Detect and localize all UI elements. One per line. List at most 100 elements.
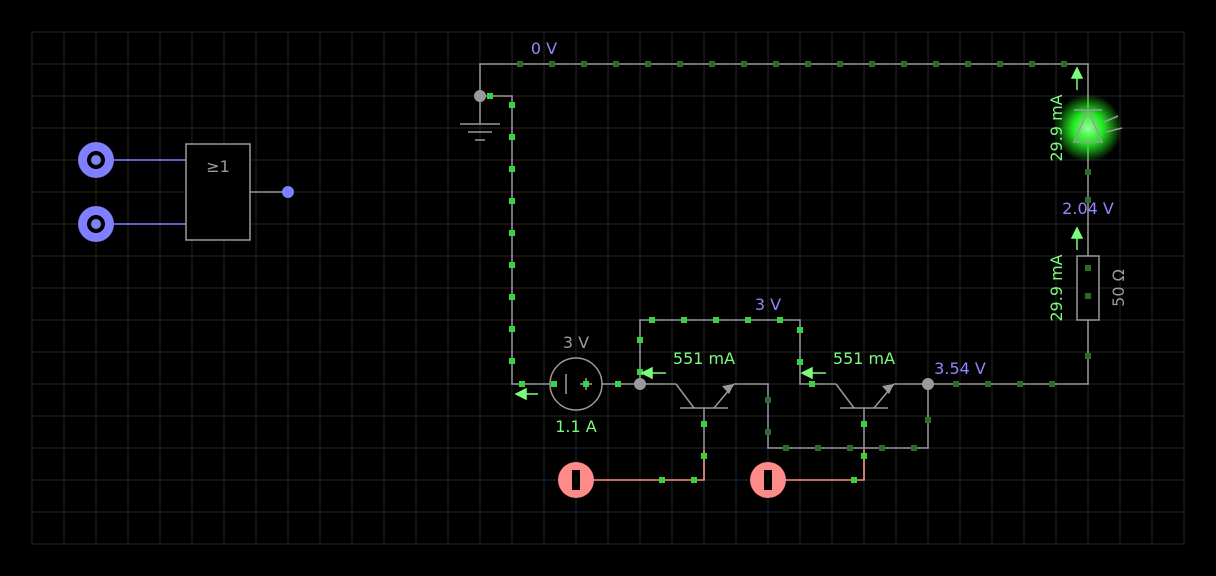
- current-dots: [487, 61, 1091, 483]
- battery-icon: [549, 357, 603, 411]
- current-dot: [1049, 381, 1055, 387]
- resistor-current: 29.9 mA: [1047, 254, 1066, 321]
- current-dot: [805, 61, 811, 67]
- current-dot: [953, 381, 959, 387]
- current-dot: [815, 445, 821, 451]
- current-dot: [745, 317, 751, 323]
- resistor-icon: [1076, 255, 1100, 321]
- current-dot: [765, 429, 771, 435]
- current-dot: [637, 337, 643, 343]
- current-dot: [649, 317, 655, 323]
- current-dot: [837, 61, 843, 67]
- current-dot: [797, 359, 803, 365]
- current-dot: [1017, 381, 1023, 387]
- current-dot: [645, 61, 651, 67]
- current-dot: [509, 358, 515, 364]
- top-rail-voltage: 0 V: [531, 39, 557, 58]
- current-dot: [847, 445, 853, 451]
- current-dot: [677, 61, 683, 67]
- gate-symbol: ≥1: [206, 157, 230, 176]
- node-source[interactable]: [634, 378, 646, 390]
- led-current: 29.9 mA: [1047, 94, 1066, 161]
- current-dot: [659, 477, 665, 483]
- control-wires: [594, 450, 865, 481]
- current-dot: [741, 61, 747, 67]
- mid-rail-voltage: 3 V: [755, 295, 781, 314]
- current-arrows: [514, 66, 1084, 401]
- current-dot: [773, 61, 779, 67]
- current-dot: [869, 61, 875, 67]
- resistor-value: 50 Ω: [1109, 269, 1128, 307]
- source-current: 1.1 A: [555, 417, 597, 436]
- node-voltage: 3.54 V: [934, 359, 986, 378]
- current-dot: [583, 381, 589, 387]
- current-dot: [709, 61, 715, 67]
- current-dot: [997, 61, 1003, 67]
- current-dot: [1061, 61, 1067, 67]
- led-icon: [1072, 108, 1123, 143]
- current-dot: [1085, 293, 1091, 299]
- or-gate[interactable]: ≥1: [114, 143, 294, 241]
- current-dot: [783, 445, 789, 451]
- current-dot: [509, 102, 515, 108]
- switch-1[interactable]: [558, 462, 594, 498]
- current-dot: [509, 294, 515, 300]
- current-dot: [681, 317, 687, 323]
- led-node-voltage: 2.04 V: [1062, 199, 1114, 218]
- current-dot: [613, 61, 619, 67]
- current-dot: [637, 369, 643, 375]
- current-dot: [509, 198, 515, 204]
- current-dot: [797, 327, 803, 333]
- current-dot: [509, 166, 515, 172]
- logic-input-1[interactable]: [78, 142, 114, 178]
- current-dot: [1085, 353, 1091, 359]
- current-dot: [517, 61, 523, 67]
- current-dot: [519, 381, 525, 387]
- current-dot: [701, 421, 707, 427]
- switch-2[interactable]: [750, 462, 786, 498]
- ground-icon: [460, 123, 500, 141]
- current-dot: [509, 230, 515, 236]
- current-dot: [765, 397, 771, 403]
- transistor-1[interactable]: [675, 383, 735, 409]
- grid: [31, 31, 1185, 545]
- node-ground[interactable]: [474, 90, 486, 102]
- current-dot: [777, 317, 783, 323]
- resistor[interactable]: [1076, 255, 1100, 321]
- current-dot: [509, 326, 515, 332]
- current-dot: [933, 61, 939, 67]
- current-dot: [985, 381, 991, 387]
- current-dot: [691, 477, 697, 483]
- current-dot: [1085, 169, 1091, 175]
- current-dot: [701, 453, 707, 459]
- transistor2-current: 551 mA: [833, 349, 895, 368]
- current-dot: [861, 453, 867, 459]
- current-dot: [549, 61, 555, 67]
- current-dot: [861, 421, 867, 427]
- current-dot: [879, 445, 885, 451]
- current-dot: [509, 134, 515, 140]
- current-dot: [901, 61, 907, 67]
- current-dot: [551, 381, 557, 387]
- gate-output-terminal[interactable]: [282, 186, 294, 198]
- current-dot: [581, 61, 587, 67]
- current-dot: [851, 477, 857, 483]
- led[interactable]: [1054, 94, 1123, 162]
- logic-input-2[interactable]: [78, 206, 114, 242]
- current-dot: [925, 417, 931, 423]
- transistor-2[interactable]: [835, 383, 895, 409]
- current-dot: [1085, 197, 1091, 203]
- current-dot: [809, 381, 815, 387]
- current-dot: [1029, 61, 1035, 67]
- transistor1-current: 551 mA: [673, 349, 735, 368]
- current-dot: [911, 445, 917, 451]
- current-dot: [615, 381, 621, 387]
- node-output[interactable]: [922, 378, 934, 390]
- current-dot: [965, 61, 971, 67]
- current-dot: [509, 262, 515, 268]
- battery[interactable]: [549, 357, 603, 411]
- source-voltage: 3 V: [563, 333, 589, 352]
- current-dot: [487, 93, 493, 99]
- or-gate-icon: [185, 143, 251, 241]
